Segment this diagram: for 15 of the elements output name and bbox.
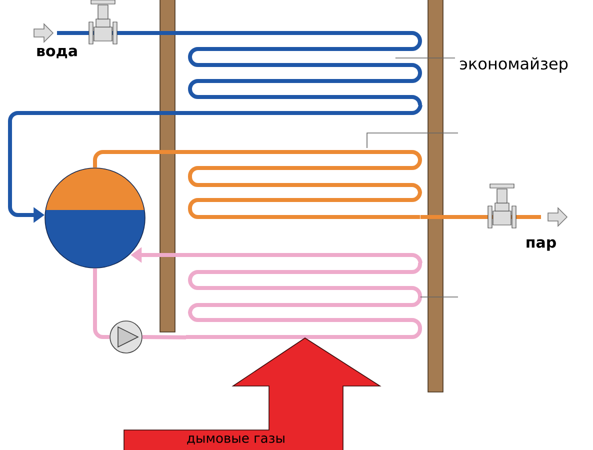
drum [44,168,146,268]
pump [110,320,142,354]
text-label: вода [37,48,77,58]
part-label: экономайзер [460,57,568,73]
tube-coil [186,31,422,106]
pipe [93,268,110,339]
pipe [93,150,186,168]
leader-line [366,132,458,148]
leader-line [420,296,458,298]
text-label: пар [526,239,556,251]
pipe [57,31,186,35]
pipe [420,215,541,219]
tube-coil [186,262,422,339]
pipe [142,335,186,340]
tube-coil [186,150,422,219]
